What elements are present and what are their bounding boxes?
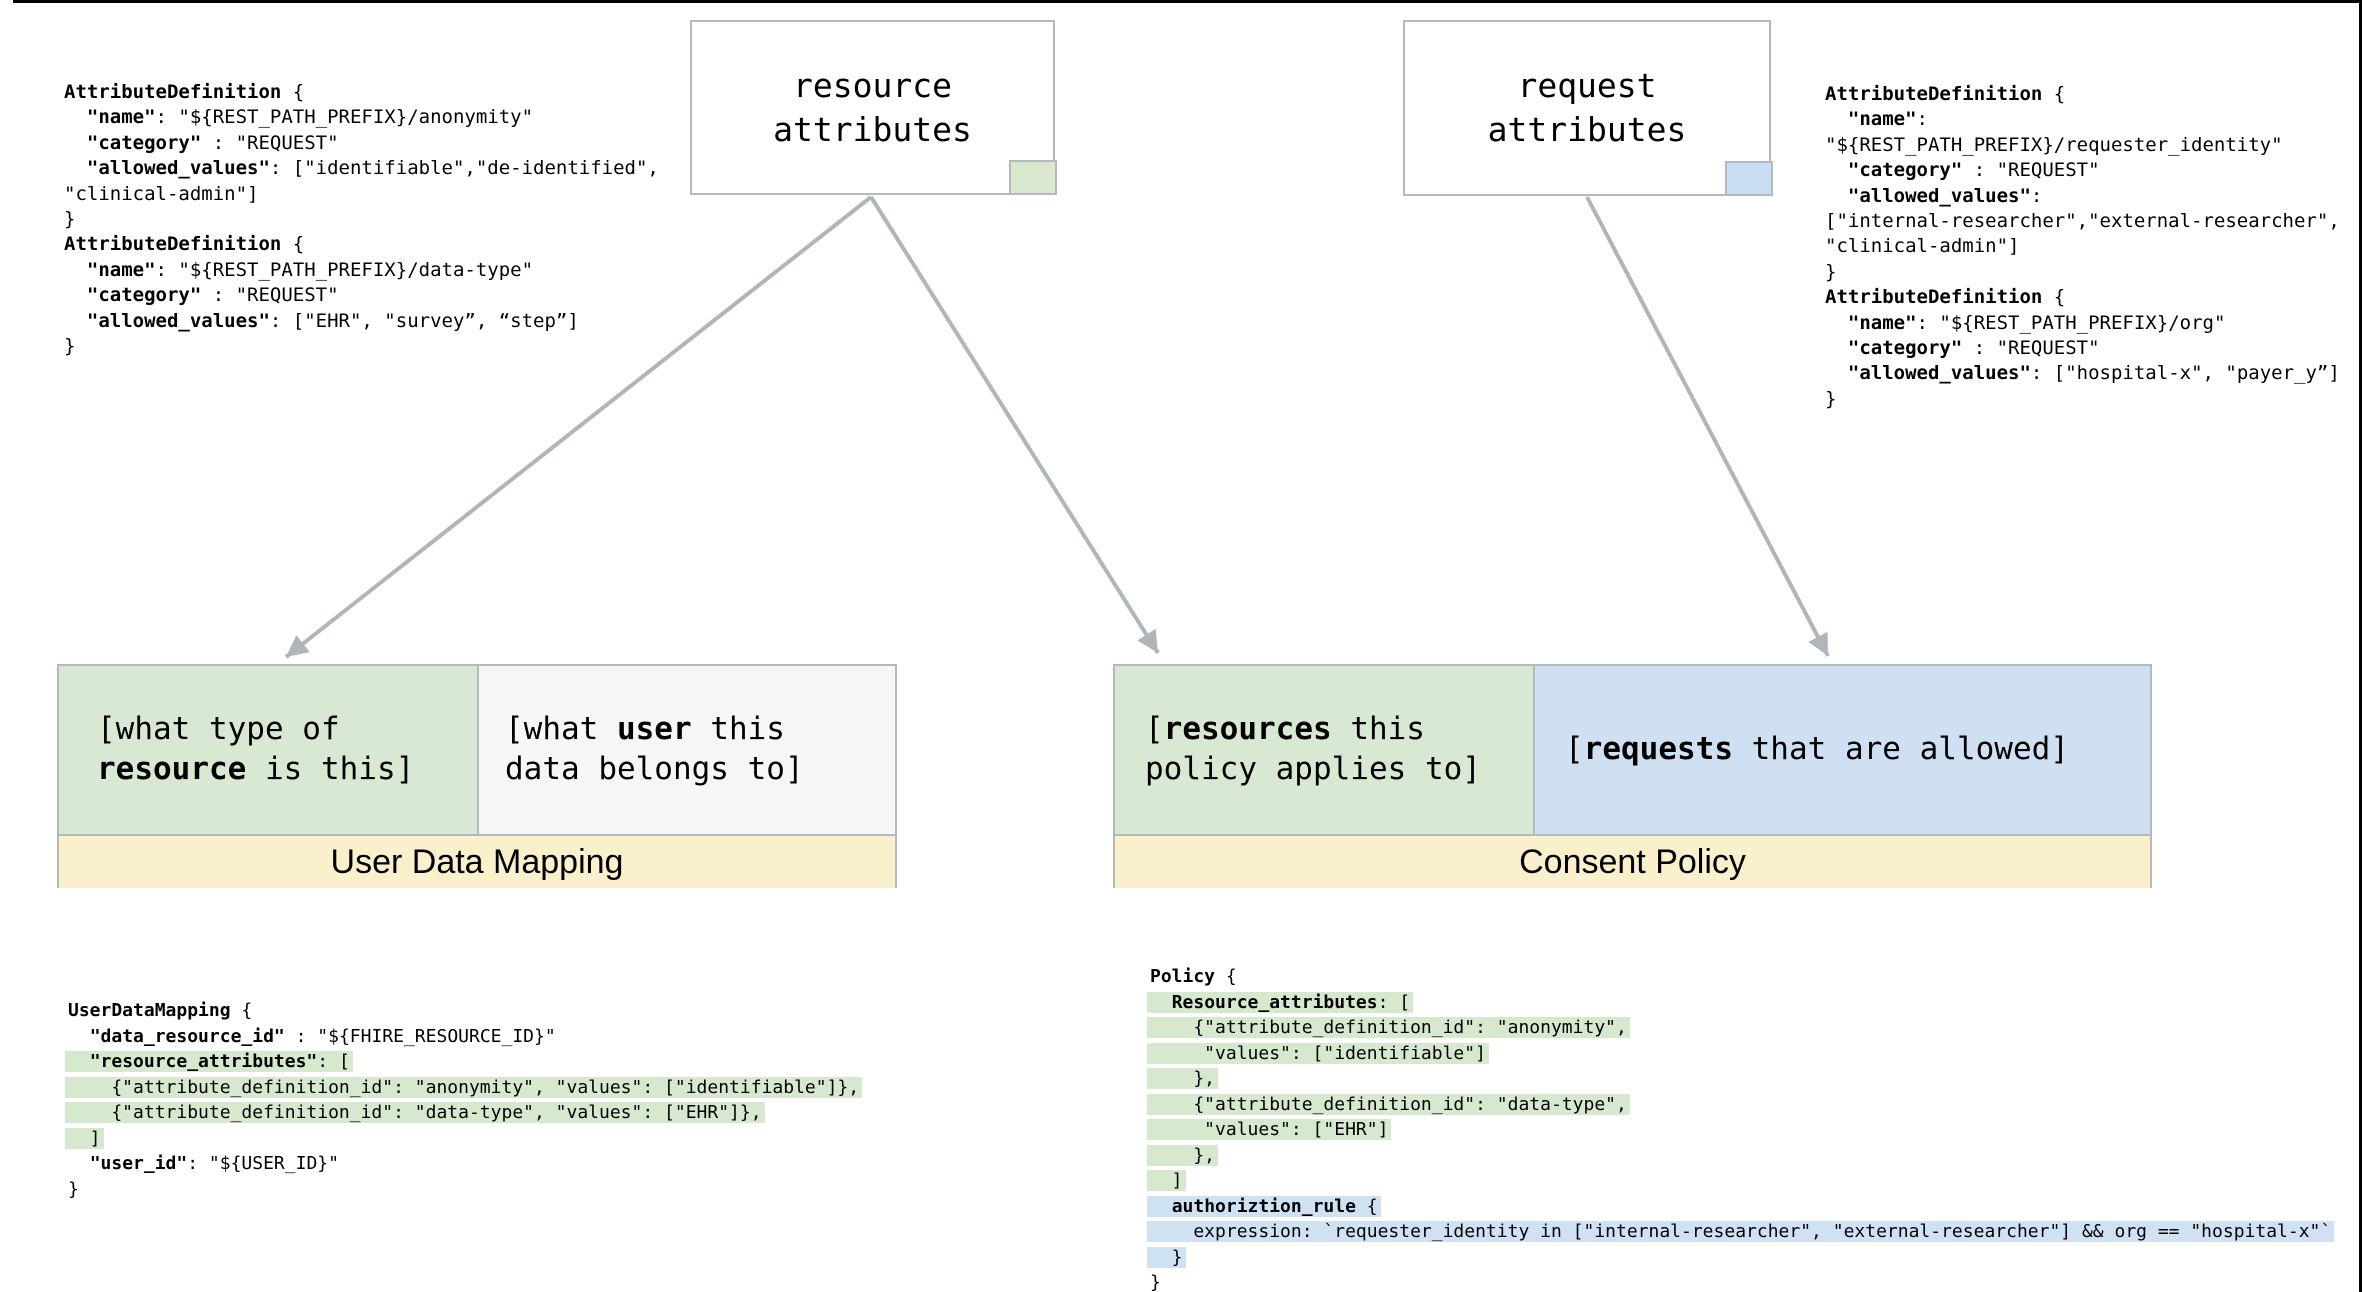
- right-border-line: [2359, 0, 2362, 1292]
- user-data-mapping-code: UserDataMapping { "data_resource_id" : "…: [65, 998, 863, 1202]
- consent-policy-label: Consent Policy: [1519, 842, 1746, 881]
- policy-code: Policy { Resource_attributes: [ {"attrib…: [1147, 964, 2335, 1292]
- resource-attributes-title: resource attributes: [773, 65, 972, 149]
- resource-attributes-node: resource attributes: [690, 20, 1057, 195]
- cp-requests-cell: [requests that are allowed]: [1535, 666, 2150, 834]
- arrow-request-to-consent-policy: [1585, 196, 1830, 657]
- request-attributes-title: request attributes: [1487, 66, 1687, 149]
- arrow-resource-to-consent-policy: [869, 195, 1160, 655]
- request-blue-corner-swatch: [1725, 161, 1773, 196]
- user-data-mapping-label: User Data Mapping: [330, 842, 624, 881]
- arrow-resource-to-user-data-mapping: [284, 195, 873, 659]
- user-data-mapping-label-bar: User Data Mapping: [59, 834, 895, 888]
- attribute-definitions-resource-code: AttributeDefinition { "name": "${REST_PA…: [64, 81, 659, 358]
- top-border-line: [13, 0, 2362, 3]
- cp-requests-text: [requests that are allowed]: [1565, 731, 2069, 768]
- consent-policy-label-bar: Consent Policy: [1115, 834, 2150, 888]
- request-attributes-node: request attributes: [1403, 20, 1773, 196]
- resource-green-corner-swatch: [1009, 160, 1057, 195]
- attribute-definitions-request-code: AttributeDefinition { "name":"${REST_PAT…: [1825, 83, 2340, 410]
